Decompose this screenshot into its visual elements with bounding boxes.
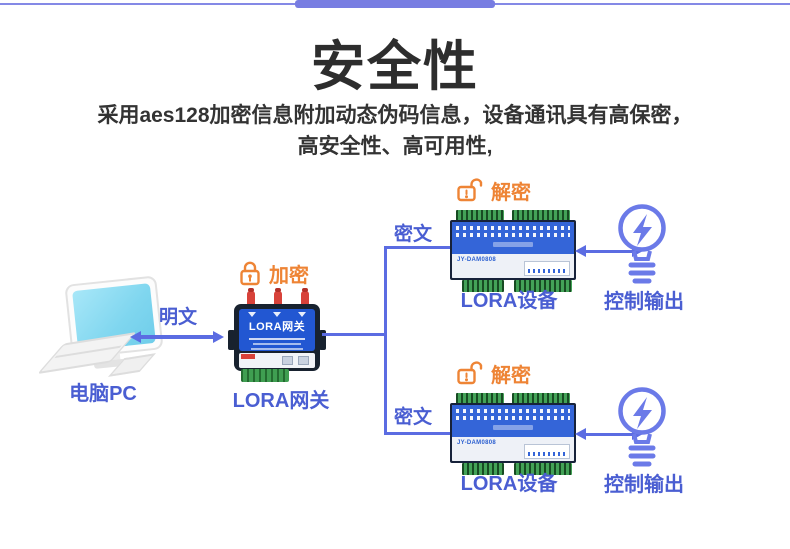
panel-text-line <box>251 348 303 350</box>
lock-closed-icon <box>240 261 260 286</box>
terminal-block <box>241 369 289 382</box>
arrow-shaft <box>586 249 632 253</box>
mount-ear <box>319 330 326 350</box>
antenna-icon <box>301 288 309 308</box>
top-divider-accent <box>295 0 495 8</box>
terminal-block <box>514 280 572 292</box>
pin-label-row <box>456 416 570 420</box>
terminal-block <box>512 393 570 405</box>
device-lower-face: JY-DAM0808 <box>452 437 574 461</box>
io-input-box <box>524 261 570 276</box>
branch-line-bottom <box>384 432 452 435</box>
gateway-front-panel: LORA网关 <box>239 309 315 351</box>
port-icon <box>298 356 309 365</box>
terminal-block <box>512 210 570 222</box>
arrow-left-head <box>575 428 586 440</box>
arrow-left-head <box>130 331 141 343</box>
brand-mark <box>241 354 255 359</box>
gateway-label: LORA网关 <box>232 390 330 412</box>
lora-device-label: LORA设备 <box>460 290 558 312</box>
arrow-right-head <box>213 331 224 343</box>
antenna-mark-icon <box>248 312 256 317</box>
device-face: JY-DAM0808 <box>452 405 574 461</box>
ciphertext-label: 密文 <box>394 224 433 245</box>
page-title: 安全性 <box>311 37 479 97</box>
device-board: JY-DAM0808 <box>450 220 576 280</box>
device-board-text: JY-DAM0808 <box>457 257 497 263</box>
lora-device: JY-DAM0808 <box>450 393 576 475</box>
panel-text-line <box>249 338 305 340</box>
device-pcb <box>452 405 574 437</box>
plaintext-arrow <box>130 330 224 344</box>
lock-open-icon <box>457 361 483 385</box>
terminal-block <box>462 280 504 292</box>
terminal-block <box>514 463 572 475</box>
pin-label-row <box>456 409 570 413</box>
gateway-ports <box>239 353 315 368</box>
control-output-bulb-icon <box>610 201 674 285</box>
control-output-label: 控制输出 <box>604 291 684 313</box>
keyboard-divider <box>54 345 122 359</box>
branch-line-top <box>384 246 452 249</box>
pin-label-row <box>456 233 570 237</box>
subtitle-line-2: 高安全性、高可用性, <box>297 135 493 158</box>
device-board: JY-DAM0808 <box>450 403 576 463</box>
decrypt-label: 解密 <box>491 182 531 204</box>
antenna-icon <box>274 288 282 308</box>
lora-device-label: LORA设备 <box>460 473 558 495</box>
terminal-block <box>456 210 504 222</box>
pin-label-row <box>456 226 570 230</box>
antenna-icon <box>247 288 255 308</box>
encrypt-label: 加密 <box>269 265 309 287</box>
gateway-panel-title: LORA网关 <box>248 321 306 333</box>
terminal-block <box>456 393 504 405</box>
port-icon <box>282 356 293 365</box>
arrow-shaft <box>141 335 213 339</box>
io-input-box <box>524 444 570 459</box>
lora-device: JY-DAM0808 <box>450 210 576 292</box>
panel-text-line <box>253 343 301 345</box>
pcb-mid-label <box>493 425 533 430</box>
control-output-bulb-icon <box>610 384 674 468</box>
antenna-marks <box>239 309 315 317</box>
branch-line-vertical <box>384 246 387 435</box>
branch-line-stub <box>322 333 386 336</box>
antenna-mark-icon <box>298 312 306 317</box>
terminal-block <box>462 463 504 475</box>
arrow-shaft <box>586 432 632 436</box>
gateway-body: LORA网关 <box>228 304 326 371</box>
mount-ear <box>228 330 235 350</box>
pc-label: 电脑PC <box>69 383 137 405</box>
encrypt-badge: 加密 <box>238 259 309 288</box>
decrypt-label: 解密 <box>491 365 531 387</box>
arrow-left-head <box>575 245 586 257</box>
decrypt-badge: 解密 <box>456 176 531 205</box>
device-lower-face: JY-DAM0808 <box>452 254 574 278</box>
control-output-label: 控制输出 <box>604 474 684 496</box>
subtitle-line-1: 采用aes128加密信息附加动态伪码信息，设备通讯具有高保密， <box>97 104 693 127</box>
antenna-mark-icon <box>273 312 281 317</box>
decrypt-badge: 解密 <box>456 359 531 388</box>
device-face: JY-DAM0808 <box>452 222 574 278</box>
device-board-text: JY-DAM0808 <box>457 440 497 446</box>
plaintext-label: 明文 <box>158 307 197 328</box>
lora-gateway-device: LORA网关 <box>228 288 326 382</box>
ciphertext-label: 密文 <box>394 407 433 428</box>
lock-open-icon <box>457 178 483 202</box>
pcb-mid-label <box>493 242 533 247</box>
device-pcb <box>452 222 574 254</box>
